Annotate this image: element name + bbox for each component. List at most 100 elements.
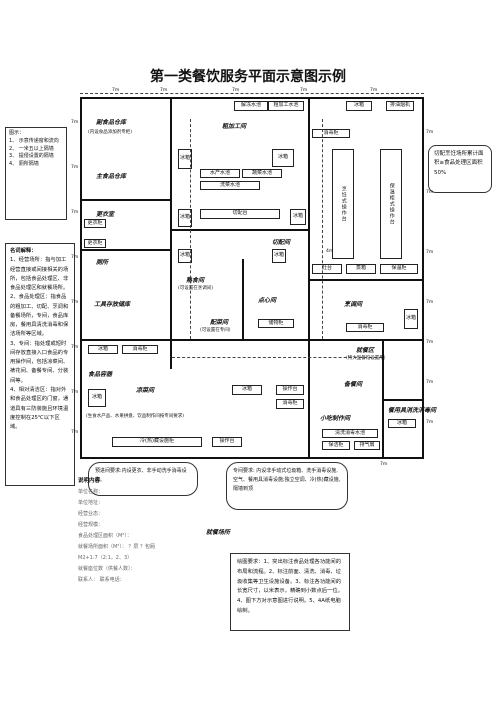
dining-tag: 就餐场所: [206, 529, 231, 536]
page-title: 第一类餐饮服务平面示意图示例: [150, 69, 346, 85]
sterilizer: 消毒柜: [346, 323, 384, 332]
fridge: 冰箱: [88, 389, 106, 407]
legend-item-arrow: 1、 示意传递窗和流向: [9, 137, 59, 144]
legend-heading: 图示：: [9, 130, 25, 136]
room-staple-store: 副食品仓库: [96, 119, 127, 126]
warmer: 保温柜: [380, 264, 418, 274]
room-dining: 就餐区: [356, 347, 375, 354]
work-table: 操作台: [276, 385, 304, 395]
glossary-item: 4、相对清洁区：指对外和食品处理区的门窗，通道具有三防装施且环境温度控制在25℃…: [10, 386, 69, 431]
info-line: 就餐场所面积（M²）： ？层 ？包厢: [78, 544, 155, 551]
info-line: M2+1:7（2:1，2、3）: [78, 555, 133, 562]
room-toilet: 厕所: [96, 259, 109, 266]
dim-right: 7m: [426, 340, 434, 345]
legend-item-wall: 2、 一米五以上隔墙: [9, 145, 54, 152]
fridge: 冰箱: [272, 249, 286, 263]
glossary-item: 2、食品处理区：指食品的粗加工、切配、烹调和备餐场所，专间，食品库房，餐用具清洗…: [10, 294, 69, 338]
fridge: 冰箱: [178, 209, 192, 227]
basic-info-heading: 说明内容: [78, 478, 101, 484]
dim-left: 7m: [71, 345, 79, 350]
dim-left: 7m: [71, 210, 79, 215]
dim-left: 7m: [71, 255, 79, 260]
dim-left: 7m: [71, 430, 79, 435]
fridge: 冰箱: [404, 309, 418, 329]
flow-line: [172, 357, 382, 358]
exhaust-hood: 排油烟机: [386, 101, 414, 111]
steamer: 蒸箱: [346, 264, 376, 274]
room-cooked-sub: (可设置在烹调间): [178, 286, 214, 291]
info-line: 经营规模：: [78, 522, 104, 529]
room-cold-dish-sub: (生食水产品、水果拼盘、饮品制作间按专间要求): [86, 414, 185, 419]
fridge: 冰箱: [88, 345, 118, 354]
cooking-counter: 烹饪式操作台: [332, 149, 354, 259]
fridge: 冰箱: [346, 101, 372, 111]
special-room-requirement: 专间要求: 内设非手动式垃圾箱、洗手消毒设施,空气、餐用具消毒设施;独立空调、冷…: [226, 462, 348, 510]
glossary-item: 3、专间：指处理或短时间存放直接入口食品的专用操作间，包括凉菜间、裱花间、备餐专…: [10, 340, 69, 384]
flow-line: [190, 119, 191, 339]
legend-item-partition: 3、 提侵设置的隔墙: [9, 153, 54, 160]
dim-right: 7m: [426, 300, 434, 305]
room-wash: 餐用具消洗消毒间: [388, 407, 437, 414]
fridge: 冰箱: [388, 419, 416, 428]
info-line: 就餐座位数（供餐人数）：: [78, 566, 136, 573]
room-cooking: 烹调间: [344, 301, 363, 308]
room-changing: 更衣室: [96, 211, 115, 218]
dim-top: 7m: [300, 88, 308, 93]
storage-cabinet: 储物柜: [258, 319, 294, 328]
info-line: 联系人： 联系电话：: [78, 577, 125, 584]
info-line: 食品处理区面积（M²）：: [78, 533, 132, 540]
info-line: 单位地址：: [78, 500, 104, 507]
anteroom-requirement: 预进间要求:内设更衣、非手动洗手消毒设施。: [88, 462, 198, 496]
dim-bottom: 7m: [380, 462, 388, 467]
glossary-box: 名词解释： 1、经营场所：指与加工经营直接或间接相关的场所，包括食品处理区、非食…: [5, 243, 75, 486]
sterilizer: 消毒柜: [122, 345, 158, 354]
dim-right: 7m: [426, 380, 434, 385]
locker: 更衣柜: [84, 239, 106, 248]
info-line: 单位名称：: [78, 489, 104, 496]
dim-right: 7m: [426, 420, 434, 425]
room-dining-sub: (特大型餐馆设置用): [346, 356, 386, 361]
fridge: 冰箱: [178, 149, 192, 169]
dim-left: 7m: [71, 120, 79, 125]
locker: 更衣柜: [84, 219, 106, 228]
dim-right: 7m: [426, 130, 434, 135]
floor-plan: 副食品仓库 (内设食品添加剂专柜) 主食品仓库 更衣室 厕所 工具存放储库 粗加…: [80, 97, 436, 459]
room-pastry: 点心间: [258, 297, 277, 304]
room-staple-store-sub: (内设食品添加剂专柜): [88, 130, 133, 135]
water-sink: 水产水池: [200, 169, 240, 178]
veg-sink: 蔬菜水池: [242, 169, 282, 178]
legend-item-toilet-wall: 4、 厕所隔墙: [9, 161, 39, 167]
wash-sink: 洗菜水池: [200, 181, 260, 190]
room-tool-store: 工具存放储库: [94, 301, 131, 308]
dim-top: 7m: [160, 88, 168, 93]
rough-sink: 粗加工水池: [268, 101, 304, 111]
basic-info: 说明内容 单位名称： 单位地址： 经营业态： 经营规模： 食品处理区面积（M²）…: [78, 475, 228, 586]
cold-storage-cabinet: 冷(热)藏设施柜: [112, 437, 202, 447]
room-prep: 配菜间: [210, 319, 229, 326]
glossary-heading: 名词解释：: [10, 248, 37, 254]
dim-right: 7m: [426, 250, 434, 255]
fridge: 冰箱: [272, 149, 294, 167]
exhaust-fan: 排气扇: [354, 441, 380, 450]
sterilizer: 消毒柜: [312, 129, 350, 138]
room-snack: 小吃制作间: [320, 415, 351, 422]
clean-cabinet: 保洁柜: [322, 441, 350, 450]
glossary-item: 1、经营场所：指与加工经营直接或间接相关的场所，包括食品处理区、非食品处理区和就…: [10, 257, 69, 292]
area-note: 切配烹饪场所累计面积≥食品处理区面积50%: [428, 145, 492, 193]
room-main-store: 主食品仓库: [96, 173, 127, 180]
room-serving: 备餐间: [344, 381, 363, 388]
room-cutting: 切配间: [272, 239, 291, 246]
room-cold-dish: 凉菜间: [136, 387, 155, 394]
fridge: 冰箱: [178, 249, 192, 263]
wash-disinfect-sink: 清洗消毒水池: [322, 429, 378, 438]
room-prep-sub: (可设置在专间): [200, 328, 231, 333]
dim-line-top: [80, 93, 424, 94]
dim-right: 7m: [426, 190, 434, 195]
flow-line: [322, 119, 323, 339]
dim-left: 7m: [71, 300, 79, 305]
thaw-sink: 解冻水池: [234, 101, 268, 111]
dim-top: 7m: [370, 88, 378, 93]
room-rough: 粗加工间: [222, 123, 247, 130]
dim-left: 7m: [71, 390, 79, 395]
dim-top: 7m: [112, 88, 120, 93]
